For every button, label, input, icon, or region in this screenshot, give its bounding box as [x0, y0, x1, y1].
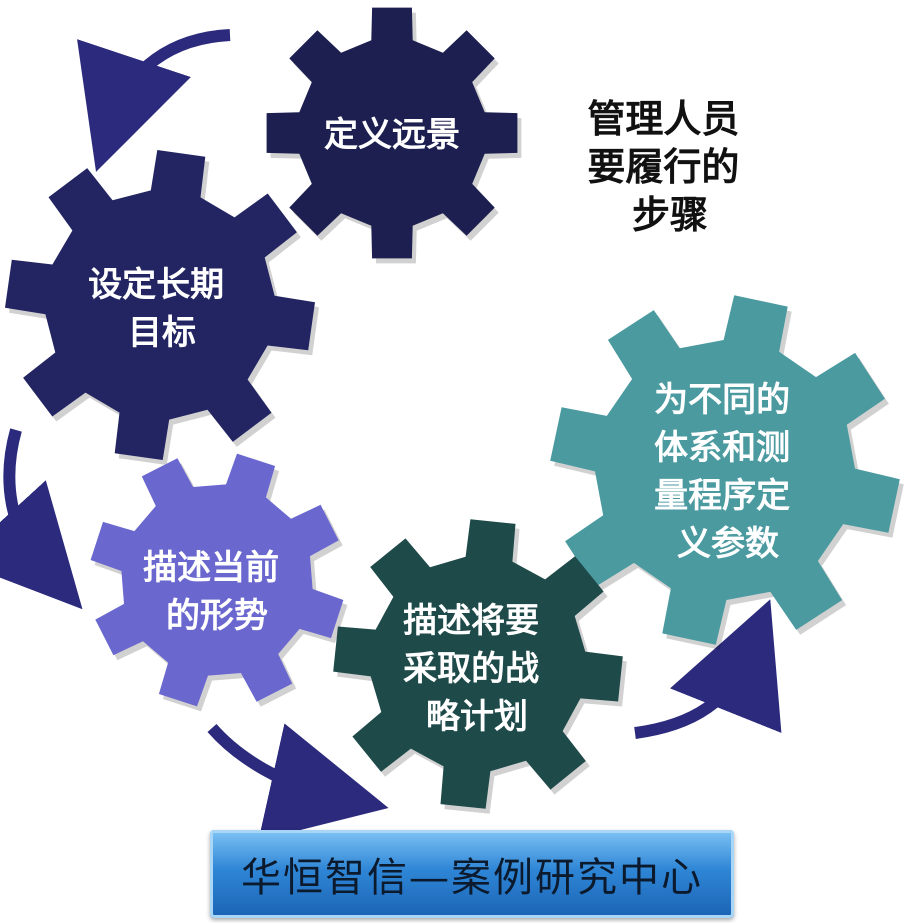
gear-body-set-long-term-goals — [5, 150, 315, 460]
gear-define-parameters — [550, 295, 904, 650]
gear-label-define-parameters: 为不同的 体系和测 量程序定 义参数 — [654, 380, 802, 564]
gear-body-define-parameters — [550, 295, 900, 645]
gear-describe-current-situation — [90, 453, 348, 712]
gear-body-describe-strategic-plan — [333, 519, 623, 809]
arrow-vision-to-goals — [77, 29, 231, 172]
gear-body-define-vision — [266, 7, 518, 259]
footer-banner-text: 华恒智信—案例研究中心 — [241, 855, 703, 901]
arrow-goals-to-situation — [0, 428, 83, 610]
gear-set-long-term-goals — [5, 150, 319, 465]
diagram-title: 管理人员 要履行的 步骤 — [587, 97, 752, 237]
arrow-strategy-to-parameters — [634, 599, 782, 739]
gear-label-describe-strategic-plan: 描述将要 采取的战 略计划 — [403, 601, 551, 737]
gear-label-describe-current-situation: 描述当前 的形势 — [143, 548, 291, 636]
footer-banner: 华恒智信—案例研究中心 — [210, 830, 734, 918]
gear-body-describe-current-situation — [90, 453, 344, 707]
gear-label-set-long-term-goals: 设定长期 目标 — [88, 265, 236, 353]
gear-describe-strategic-plan — [333, 519, 627, 814]
arrow-situation-to-strategy — [207, 723, 389, 841]
gear-label-define-vision: 定义远景 — [324, 115, 460, 155]
gear-define-vision — [266, 7, 522, 264]
